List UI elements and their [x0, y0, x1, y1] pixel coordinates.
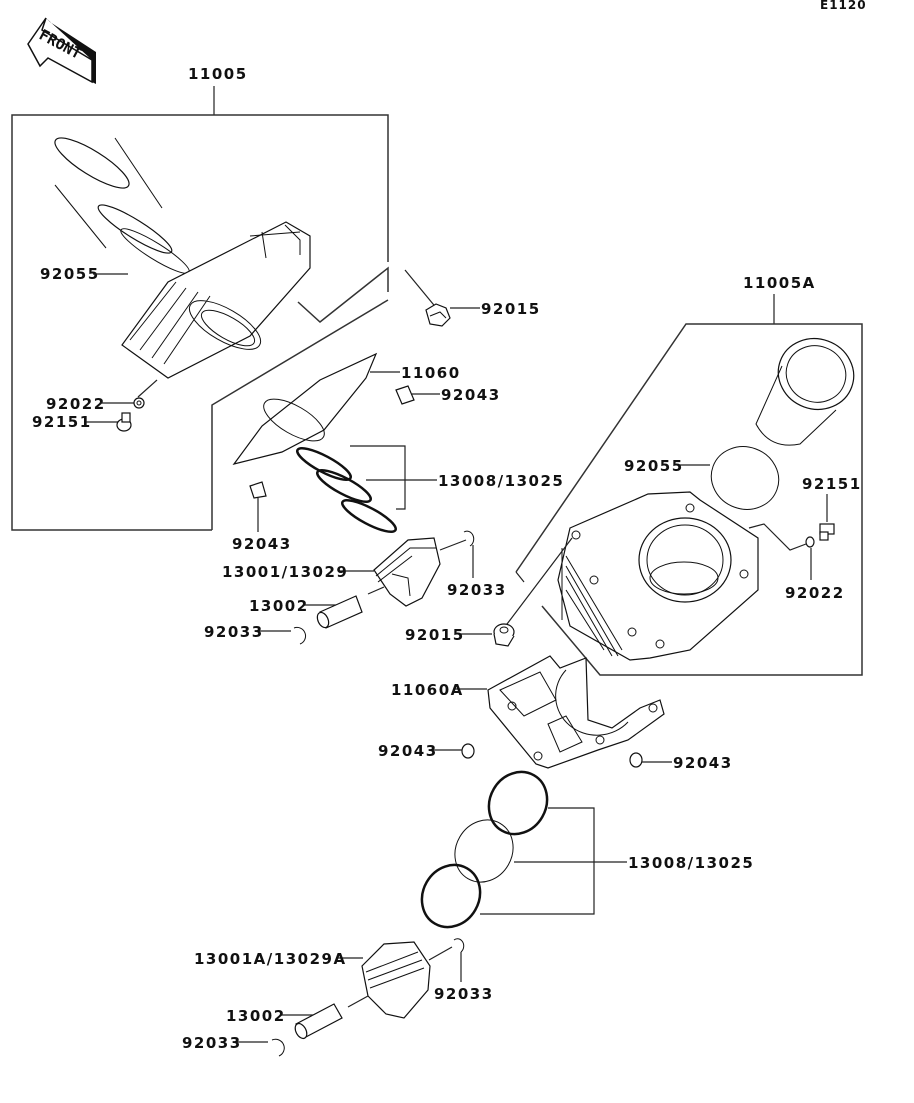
callout-11005a: 11005A — [743, 274, 816, 292]
piston-upper — [373, 537, 441, 607]
washer-92022-right — [805, 536, 815, 548]
piston-pin-upper — [316, 595, 363, 629]
cylinder-sleeve-right — [755, 338, 855, 446]
callout-92151-right: 92151 — [802, 475, 862, 493]
bolt-92151-left — [116, 412, 132, 432]
piston-lower — [361, 941, 431, 1019]
cap-nut-92015-mid — [493, 623, 515, 647]
callout-92033-c: 92033 — [434, 985, 494, 1003]
callout-92015-top: 92015 — [481, 300, 541, 318]
bolt-92151-right — [819, 523, 835, 541]
circlip-92033-d — [271, 1038, 285, 1057]
callout-13008-13025-lower: 13008/13025 — [628, 854, 754, 872]
callout-92033-b: 92033 — [204, 623, 264, 641]
piston-rings-upper — [295, 446, 398, 534]
assembly-box-11005 — [11, 114, 389, 531]
cylinder-block-right — [557, 491, 759, 661]
callout-13002-upper: 13002 — [249, 597, 309, 615]
cylinder-sleeve-left — [54, 137, 173, 254]
callout-92015-mid: 92015 — [405, 626, 465, 644]
callout-13002-lower: 13002 — [226, 1007, 286, 1025]
callout-11060a: 11060A — [391, 681, 464, 699]
piston-pin-lower — [294, 1003, 343, 1040]
callout-92043-d: 92043 — [673, 754, 733, 772]
dowel-92043-a — [395, 385, 415, 405]
callout-92043-a: 92043 — [441, 386, 501, 404]
circlip-92033-c — [453, 938, 465, 953]
callout-11005: 11005 — [188, 65, 248, 83]
callout-92043-c: 92043 — [378, 742, 438, 760]
diagram-code: E1120 — [820, 0, 867, 12]
callout-13001a-13029a: 13001A/13029A — [194, 950, 347, 968]
front-arrow-icon: FRONT — [27, 17, 96, 84]
dowel-92043-c — [461, 743, 475, 759]
dowel-92043-b — [249, 481, 267, 499]
callout-13001-13029: 13001/13029 — [222, 563, 348, 581]
callout-92022-left: 92022 — [46, 395, 106, 413]
base-gasket-11060a — [487, 655, 665, 769]
o-ring-92055-right — [710, 446, 780, 510]
callout-92055-left: 92055 — [40, 265, 100, 283]
circlip-92033-b — [293, 626, 307, 645]
washer-92022-left — [133, 397, 145, 409]
callout-92033-a: 92033 — [447, 581, 507, 599]
dowel-92043-d — [629, 752, 643, 768]
callout-92043-b: 92043 — [232, 535, 292, 553]
circlip-92033-a — [463, 530, 475, 547]
cap-nut-92015-top — [425, 303, 451, 327]
piston-rings-lower — [420, 770, 549, 929]
callout-13008-13025-upper: 13008/13025 — [438, 472, 564, 490]
callout-92022-right: 92022 — [785, 584, 845, 602]
cylinder-block-left — [121, 221, 311, 379]
callout-92055-right: 92055 — [624, 457, 684, 475]
callout-92151-left: 92151 — [32, 413, 92, 431]
callout-92033-d: 92033 — [182, 1034, 242, 1052]
callout-11060: 11060 — [401, 364, 461, 382]
head-gasket-11060 — [232, 352, 378, 465]
assembly-box-11005a — [515, 323, 863, 676]
